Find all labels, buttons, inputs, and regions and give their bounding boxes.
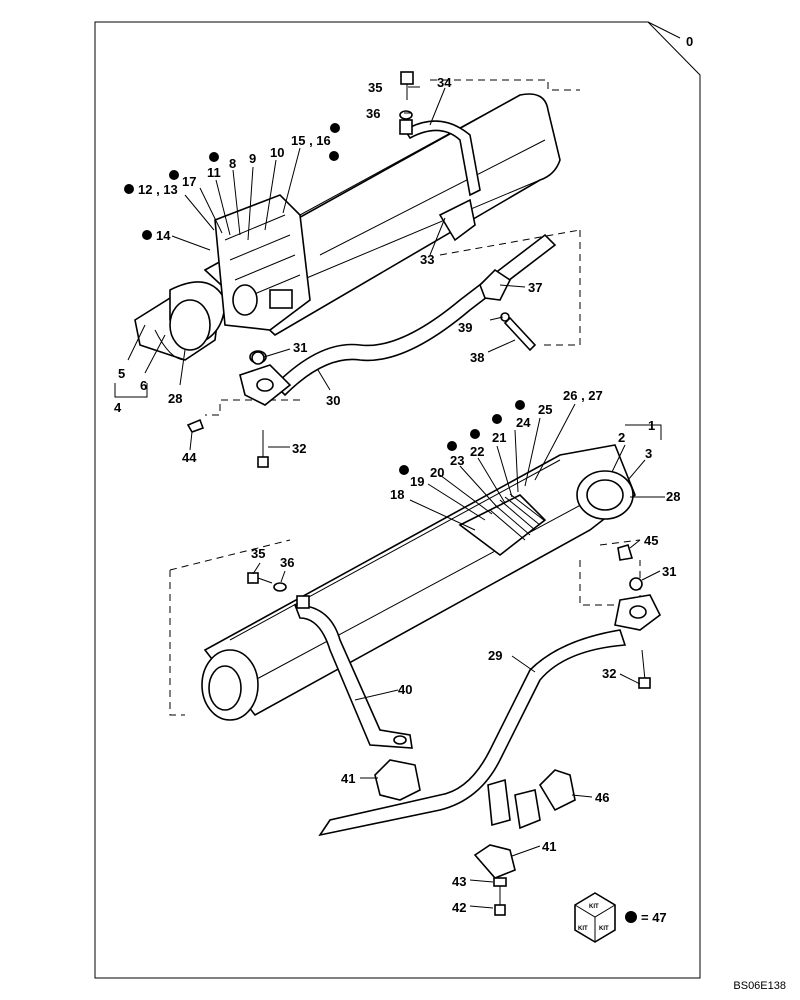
kit-legend-text: = 47 [641,910,667,925]
label-28-upper: 28 [168,391,182,406]
lower-clamp-40 [293,595,413,749]
label-41-lower: 41 [542,839,556,854]
label-5: 5 [118,366,125,381]
upper-hose-30 [239,233,557,406]
label-35-lower: 35 [251,546,265,561]
upper-clamp [399,119,481,242]
label-25: 25 [538,402,552,417]
label-46: 46 [595,790,609,805]
label-1: 1 [648,418,655,433]
label-41-upper: 41 [341,771,355,786]
cylinder-tube-assembly [201,444,636,721]
label-11: 11 [207,165,221,180]
label-15-16: 15 , 16 [291,133,331,148]
kit-word-right: KIT [599,926,609,932]
label-40: 40 [398,682,412,697]
label-22: 22 [470,444,484,459]
label-45: 45 [644,533,658,548]
lower-bolt-35 [247,572,287,592]
grease-nipple-44 [186,418,205,433]
label-10: 10 [270,145,284,160]
label-36: 36 [366,106,380,121]
upper-clamp-37 [479,268,537,352]
bolt-42 [493,877,507,916]
label-6: 6 [140,378,147,393]
coupling-46 [487,769,576,830]
label-29: 29 [488,648,502,663]
label-9: 9 [249,151,256,166]
label-31-lower: 31 [662,564,676,579]
label-18: 18 [390,487,404,502]
upper-bolt-35 [399,71,414,120]
kit-word-top: KIT [589,904,599,910]
label-33: 33 [420,252,434,267]
label-4: 4 [114,400,122,415]
label-14: 14 [156,228,171,243]
label-8: 8 [229,156,236,171]
part-labels: 0 35 34 36 15 , 16 10 9 8 11 17 12 , 13 … [114,34,693,915]
label-24: 24 [516,415,531,430]
label-32-upper: 32 [292,441,306,456]
drawing-code: BS06E138 [733,980,786,992]
label-36-lower: 36 [280,555,294,570]
label-28-lower: 28 [666,489,680,504]
label-32-lower: 32 [602,666,616,681]
label-19: 19 [410,474,424,489]
label-31-upper: 31 [293,340,307,355]
label-44: 44 [182,450,197,465]
lower-bolt-32 [638,649,651,689]
label-35: 35 [368,80,382,95]
kit-markers [124,123,525,475]
label-43: 43 [452,874,466,889]
label-26-27: 26 , 27 [563,388,603,403]
label-17: 17 [182,174,196,189]
label-2: 2 [618,430,625,445]
label-20: 20 [430,465,444,480]
lower-dashed-boundary [169,539,641,716]
lower-hose-29 [318,594,662,837]
label-3: 3 [645,446,652,461]
upper-bolt-32 [257,430,269,468]
label-23: 23 [450,453,464,468]
label-21: 21 [492,430,506,445]
fitting-45 [617,544,634,561]
kit-word-left: KIT [578,926,588,932]
piston-rod-assembly [134,93,561,361]
kit-legend: KIT KIT KIT = 47 [574,892,667,943]
clamp-half-41-upper [374,759,421,801]
label-42: 42 [452,900,466,915]
label-39: 39 [458,320,472,335]
o-ring-31-lower [629,577,643,591]
leader-lines [114,86,665,909]
label-30: 30 [326,393,340,408]
label-0: 0 [686,34,693,49]
o-ring-31-upper [251,351,265,365]
label-37: 37 [528,280,542,295]
label-38: 38 [470,350,484,365]
outer-frame [94,21,701,979]
label-34: 34 [437,75,452,90]
clamp-half-41-lower [473,844,516,879]
label-12-13: 12 , 13 [138,182,178,197]
